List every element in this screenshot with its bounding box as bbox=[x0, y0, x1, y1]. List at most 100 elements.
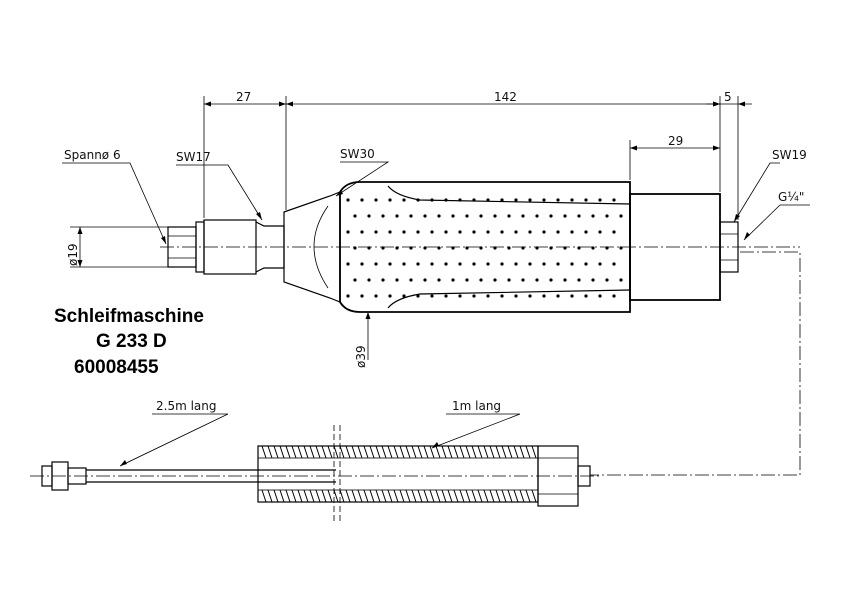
hose-rib bbox=[507, 445, 513, 459]
grip-dot bbox=[619, 278, 623, 282]
hose-rib bbox=[393, 445, 399, 459]
label-spann: Spannø 6 bbox=[64, 148, 121, 162]
grip-dot bbox=[360, 230, 364, 234]
grip-dot bbox=[430, 262, 434, 266]
grip-dot bbox=[507, 278, 511, 282]
grip-dot bbox=[486, 294, 490, 298]
hose-rib bbox=[303, 489, 309, 503]
grip-dot bbox=[521, 214, 525, 218]
grip-dot bbox=[493, 278, 497, 282]
grip-dot bbox=[388, 262, 392, 266]
title-line1: Schleifmaschine bbox=[54, 306, 204, 327]
grip-dot bbox=[423, 214, 427, 218]
hose-rib bbox=[327, 489, 333, 503]
hose-rib bbox=[369, 489, 375, 503]
hose-rib bbox=[525, 445, 531, 459]
grip-texture bbox=[346, 198, 623, 298]
grip-dot bbox=[458, 198, 462, 202]
hose-rib bbox=[465, 489, 471, 503]
grip-dot bbox=[612, 262, 616, 266]
grip-dot bbox=[353, 278, 357, 282]
hose-rib bbox=[417, 445, 423, 459]
grip-dot bbox=[437, 214, 441, 218]
grip-dot bbox=[542, 262, 546, 266]
grip-dot bbox=[570, 198, 574, 202]
hose-rib bbox=[261, 489, 267, 503]
grip-dot bbox=[346, 262, 350, 266]
hose-rib bbox=[447, 445, 453, 459]
hose-rib bbox=[291, 489, 297, 503]
hose-rib bbox=[327, 445, 333, 459]
grip-dot bbox=[444, 198, 448, 202]
hose-rib bbox=[381, 489, 387, 503]
hose-rib bbox=[363, 489, 369, 503]
hose-rib bbox=[291, 445, 297, 459]
hose-rib bbox=[441, 489, 447, 503]
hose-rib bbox=[531, 445, 537, 459]
grip-dot bbox=[479, 278, 483, 282]
hose-rib bbox=[501, 489, 507, 503]
dimension-lines bbox=[70, 96, 752, 360]
grip-dot bbox=[465, 246, 469, 250]
grip-dot bbox=[381, 214, 385, 218]
grip-dot bbox=[374, 230, 378, 234]
grip-dot bbox=[500, 198, 504, 202]
grip-dot bbox=[612, 198, 616, 202]
grip-dot bbox=[514, 198, 518, 202]
grip-dot bbox=[367, 214, 371, 218]
hose-rib bbox=[273, 445, 279, 459]
hose-rib bbox=[315, 445, 321, 459]
grip-dot bbox=[563, 278, 567, 282]
hose-rib bbox=[519, 445, 525, 459]
callout-leaders bbox=[62, 161, 810, 245]
grip-dot bbox=[388, 294, 392, 298]
title-line2: G 233 D bbox=[96, 331, 167, 352]
hose-rib bbox=[279, 445, 285, 459]
hose-rib bbox=[267, 489, 273, 503]
grip-dot bbox=[528, 262, 532, 266]
grip-dot bbox=[528, 230, 532, 234]
grip-dot bbox=[577, 278, 581, 282]
hose-rib bbox=[267, 445, 273, 459]
grip-dot bbox=[619, 246, 623, 250]
grip-dot bbox=[486, 230, 490, 234]
hose-rib bbox=[405, 489, 411, 503]
grip-dot bbox=[388, 198, 392, 202]
label-sw30: SW30 bbox=[340, 147, 375, 161]
grip-dot bbox=[591, 246, 595, 250]
grip-dot bbox=[395, 278, 399, 282]
hose-rib bbox=[387, 445, 393, 459]
hose-rib bbox=[273, 489, 279, 503]
hose-rib bbox=[435, 489, 441, 503]
hose-rib bbox=[399, 445, 405, 459]
hose-rib bbox=[411, 489, 417, 503]
grip-dot bbox=[542, 294, 546, 298]
grip-dot bbox=[521, 278, 525, 282]
grip-dot bbox=[514, 294, 518, 298]
grip-dot bbox=[395, 214, 399, 218]
grip-dot bbox=[556, 198, 560, 202]
grip-dot bbox=[416, 294, 420, 298]
hose-rib bbox=[453, 445, 459, 459]
hose-rib bbox=[393, 489, 399, 503]
hose-rib bbox=[471, 445, 477, 459]
grip-dot bbox=[409, 278, 413, 282]
hose-rib bbox=[495, 445, 501, 459]
grip-dot bbox=[500, 294, 504, 298]
hose-rib bbox=[459, 445, 465, 459]
grip-dot bbox=[598, 198, 602, 202]
hose-rib bbox=[309, 445, 315, 459]
hose-rib bbox=[483, 445, 489, 459]
hose-rib bbox=[453, 489, 459, 503]
grip-dot bbox=[451, 278, 455, 282]
grip-dot bbox=[570, 230, 574, 234]
grip-dot bbox=[556, 262, 560, 266]
grip-dot bbox=[542, 198, 546, 202]
grip-dot bbox=[612, 230, 616, 234]
grip-dot bbox=[416, 198, 420, 202]
grip-dot bbox=[402, 294, 406, 298]
hose-rib bbox=[321, 445, 327, 459]
label-sw19: SW19 bbox=[772, 148, 807, 162]
grip-dot bbox=[598, 262, 602, 266]
grip-dot bbox=[437, 278, 441, 282]
